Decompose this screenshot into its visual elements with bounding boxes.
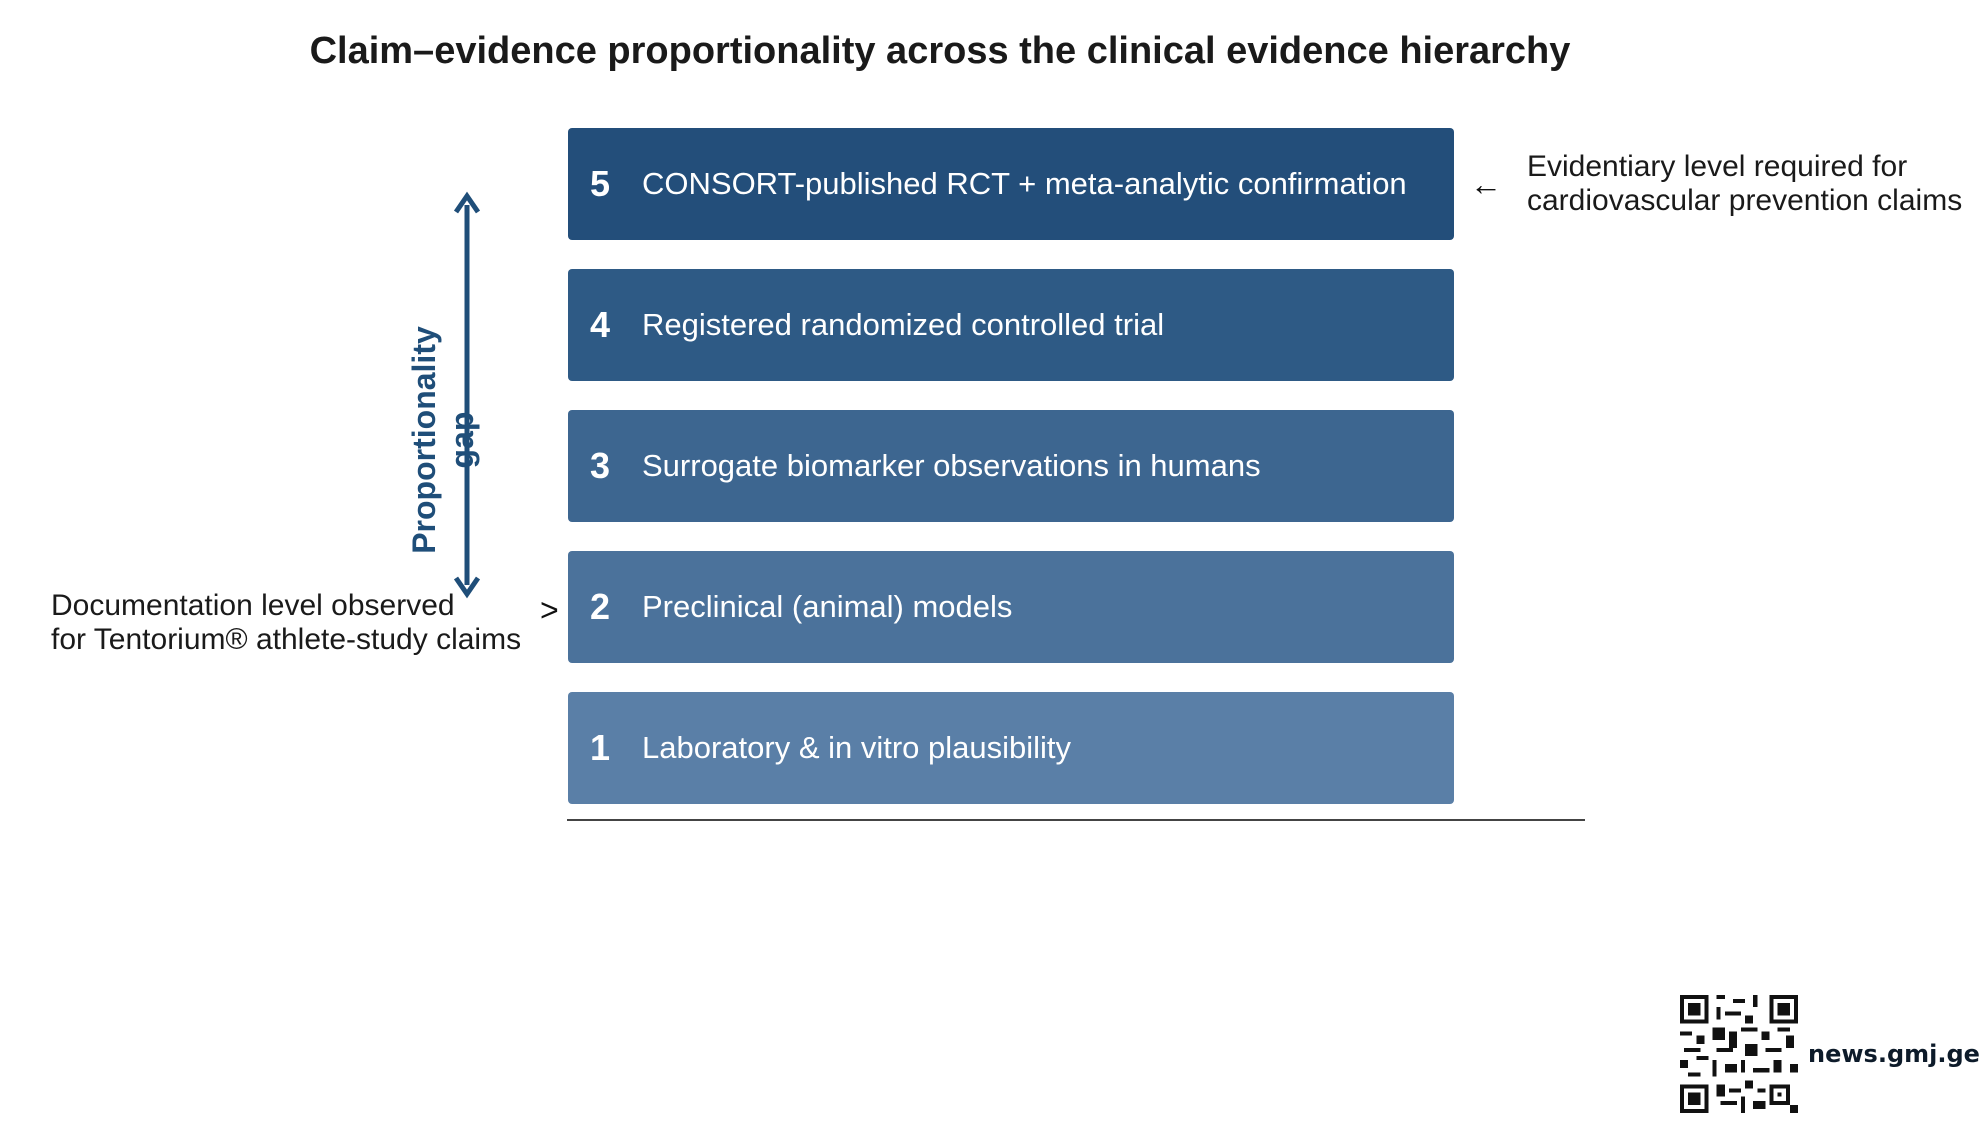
required-note-line1: Evidentiary level required for — [1527, 150, 1908, 183]
proportionality-gap-label: Proportionality gap — [405, 320, 485, 560]
observed-level-note: Documentation level observed for Tentori… — [51, 589, 521, 657]
required-level-note: Evidentiary level required for cardiovas… — [1527, 150, 1962, 218]
diagram-title: Claim–evidence proportionality across th… — [309, 30, 1571, 72]
level-number: 5 — [590, 163, 611, 204]
gap-label-line1: Proportionality — [406, 326, 442, 554]
qr-code-icon — [1680, 995, 1798, 1113]
level-4-box: 4 Registered randomized controlled trial — [568, 269, 1454, 381]
left-arrow-icon: ← — [1470, 166, 1502, 202]
level-label: Surrogate biomarker observations in huma… — [642, 448, 1261, 483]
gap-label-line2: gap — [444, 411, 480, 469]
level-label: Laboratory & in vitro plausibility — [642, 730, 1072, 765]
baseline-rule — [567, 819, 1585, 821]
level-2-box: 2 Preclinical (animal) models — [568, 551, 1454, 663]
pointer-icon: > — [540, 592, 559, 628]
level-number: 4 — [590, 304, 611, 345]
level-5-box: 5 CONSORT-published RCT + meta-analytic … — [568, 128, 1454, 240]
required-note-line2: cardiovascular prevention claims — [1527, 184, 1963, 217]
level-number: 3 — [590, 445, 611, 486]
level-label: CONSORT-published RCT + meta-analytic co… — [642, 166, 1407, 201]
level-number: 1 — [590, 727, 611, 768]
level-1-box: 1 Laboratory & in vitro plausibility — [568, 692, 1454, 804]
site-url: news.gmj.ge — [1808, 1040, 1980, 1068]
level-number: 2 — [590, 586, 611, 627]
level-label: Registered randomized controlled trial — [642, 307, 1165, 342]
double-arrow-icon — [453, 191, 481, 599]
level-label: Preclinical (animal) models — [642, 589, 1013, 624]
observed-note-line2: for Tentorium® athlete-study claims — [51, 623, 522, 656]
level-3-box: 3 Surrogate biomarker observations in hu… — [568, 410, 1454, 522]
observed-note-line1: Documentation level observed — [51, 589, 455, 622]
